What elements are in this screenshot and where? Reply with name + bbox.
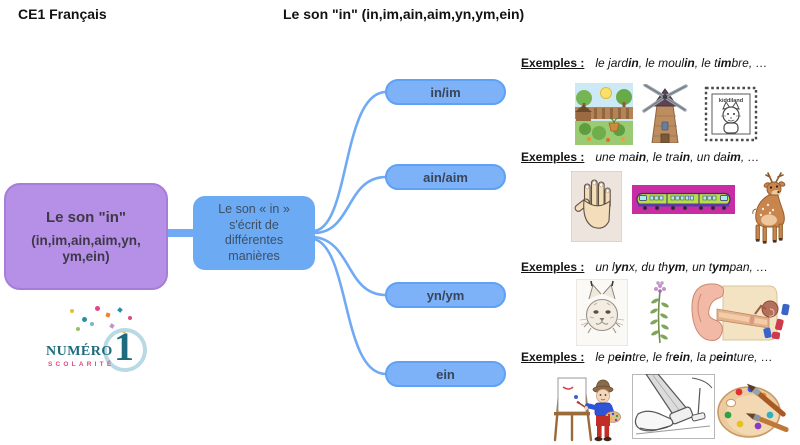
tympan-image xyxy=(691,283,790,341)
confetti-dot xyxy=(70,309,74,313)
examples-sentence: une main, le train, un daim, … xyxy=(595,150,760,164)
confetti-dot xyxy=(90,322,94,326)
examples-row-in-im: Exemples : le jardin, le moulin, le timb… xyxy=(521,56,767,70)
timbre-image: kiddiland xyxy=(704,86,758,142)
examples-label: Exemples : xyxy=(521,56,585,70)
svg-text:kiddiland: kiddiland xyxy=(719,98,743,104)
branch-node-in-im: in/im xyxy=(385,79,506,105)
root-node: Le son "in" (in,im,ain,aim,yn, ym,ein) xyxy=(4,183,168,290)
root-node-subtitle: (in,im,ain,aim,yn, ym,ein) xyxy=(31,233,141,264)
main-image xyxy=(571,171,622,242)
examples-label: Exemples : xyxy=(521,150,585,164)
root-node-title: Le son "in" xyxy=(45,209,127,227)
moulin-image xyxy=(642,84,688,143)
examples-sentence: un lynx, du thym, un tympan, … xyxy=(595,260,769,274)
daim-image xyxy=(752,172,786,244)
center-node: Le son « in » s'écrit de différentes man… xyxy=(193,196,315,270)
examples-sentence: le peintre, le frein, la peinture, … xyxy=(595,350,773,364)
examples-label: Exemples : xyxy=(521,350,585,364)
examples-row-ein: Exemples : le peintre, le frein, la pein… xyxy=(521,350,773,364)
branch-node-yn-ym: yn/ym xyxy=(385,282,506,308)
confetti-dot xyxy=(128,316,132,320)
train-image xyxy=(632,185,735,214)
peinture-image xyxy=(717,383,789,438)
logo-circle xyxy=(103,328,147,372)
thym-image xyxy=(650,281,669,344)
confetti-dot xyxy=(117,307,123,313)
examples-label: Exemples : xyxy=(521,260,585,274)
examples-sentence: le jardin, le moulin, le timbre, … xyxy=(595,56,768,70)
examples-row-yn-ym: Exemples : un lynx, du thym, un tympan, … xyxy=(521,260,768,274)
examples-row-ain-aim: Exemples : une main, le train, un daim, … xyxy=(521,150,760,164)
jardin-image xyxy=(575,83,633,145)
logo-number: 1 xyxy=(114,324,134,369)
confetti-dot xyxy=(95,306,100,311)
branch-node-ain-aim: ain/aim xyxy=(385,164,506,190)
page-title: Le son "in" (in,im,ain,aim,yn,ym,ein) xyxy=(283,6,525,22)
lynx-image xyxy=(576,279,628,346)
frein-image xyxy=(632,374,715,439)
course-title: CE1 Français xyxy=(18,6,107,22)
logo-wordmark: NUMÉRO xyxy=(46,344,113,359)
peintre-image xyxy=(553,377,621,442)
confetti-dot xyxy=(82,317,87,322)
logo-subtitle: SCOLARITÉ xyxy=(48,361,115,368)
confetti-dot xyxy=(76,327,80,331)
branch-node-ein: ein xyxy=(385,361,506,387)
confetti-dot xyxy=(105,312,111,318)
numero1-scolarite-logo: 1 NUMÉRO SCOLARITÉ xyxy=(40,303,152,387)
